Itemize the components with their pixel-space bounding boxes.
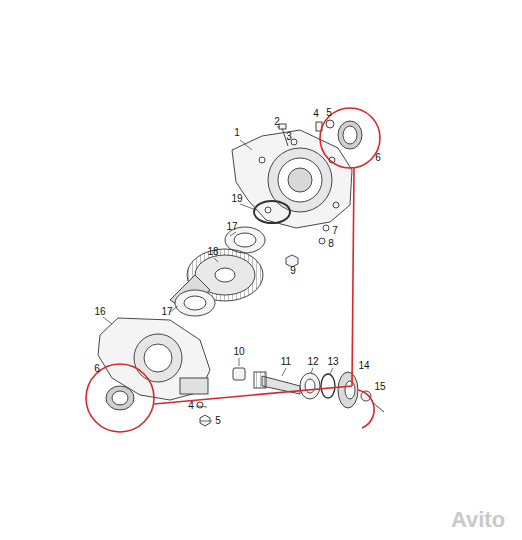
highlight [86,108,380,432]
bearing [300,373,320,399]
leader-lines [103,127,333,421]
callout-number: 6 [94,364,100,374]
nut [200,415,210,426]
callout-number: 9 [290,266,296,276]
callout-number: 4 [188,401,194,411]
callout-number: 1 [234,128,240,138]
ring [254,201,290,223]
callout-number: 2 [274,117,280,127]
callout-number: 7 [332,226,338,236]
callout-number: 17 [161,307,172,317]
dowel [319,238,325,244]
callout-number: 15 [374,382,385,392]
callout-number: 5 [215,416,221,426]
callout-number: 3 [286,132,292,142]
callout-number: 10 [233,347,244,357]
callout-number: 6 [375,153,381,163]
callout-number: 8 [328,239,334,249]
upper-housing [232,130,352,228]
flange [338,372,358,408]
callout-number: 19 [231,194,242,204]
spacer [233,368,245,380]
bolt-head [279,124,286,129]
callout-number: 17 [226,222,237,232]
dowel [323,225,329,231]
pin [291,139,297,145]
plug [197,402,203,408]
seal [106,386,134,410]
bearing [175,290,215,316]
o-ring [321,374,335,398]
callout-number: 5 [326,108,332,118]
seal [338,121,362,149]
callout-number: 13 [327,357,338,367]
washer [326,120,334,128]
callout-number: 12 [307,357,318,367]
watermark: Avito [451,509,505,531]
callout-number: 14 [358,361,369,371]
callout-number: 11 [281,357,291,367]
callout-number: 4 [313,109,319,119]
callout-number: 16 [94,307,105,317]
callout-number: 18 [207,247,218,257]
